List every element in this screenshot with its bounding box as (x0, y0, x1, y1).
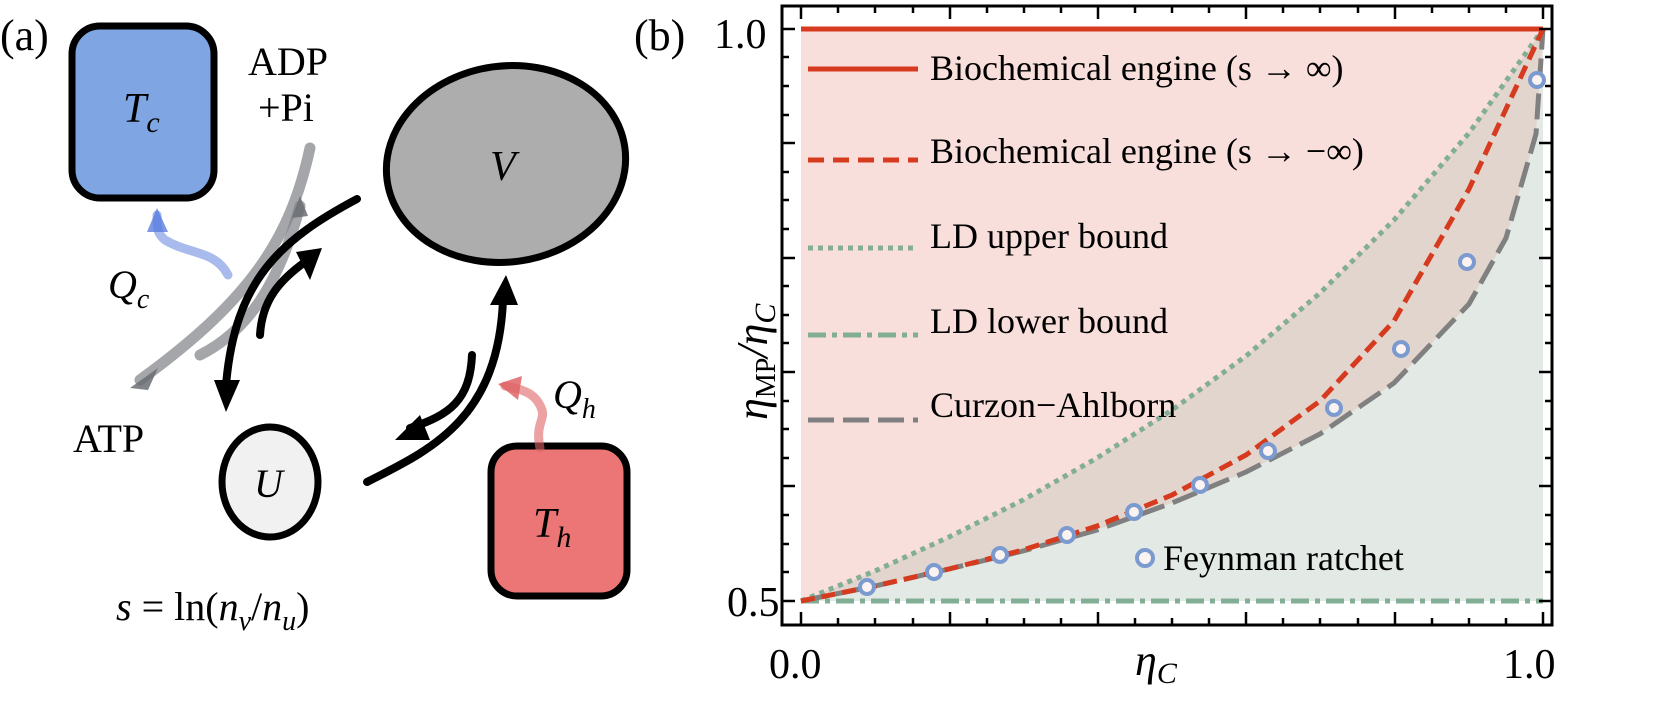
feynman-point (991, 546, 1009, 564)
legend-label: Feynman ratchet (1163, 538, 1404, 578)
grey-arrow-to-atp (134, 142, 316, 386)
panel-b: (b) (634, 4, 1556, 690)
cold-bath: Tc (68, 22, 218, 202)
grey-arrowhead-adp-icon (292, 196, 308, 218)
pi-label: +Pi (258, 85, 314, 130)
heat-flow-cold (152, 210, 233, 280)
x-tick-max: 1.0 (1503, 642, 1556, 688)
arrowhead-up-icon (490, 275, 518, 305)
heat-hot-label: Qh (553, 372, 596, 425)
x-tick-min: 0.0 (769, 642, 822, 688)
feynman-point (925, 563, 943, 581)
atp-label: ATP (73, 416, 144, 461)
heat-cold-arrowhead-icon (147, 208, 168, 232)
transition-arrows (222, 195, 507, 486)
feynman-point (1058, 526, 1076, 544)
x-axis-label: ηC (1135, 636, 1178, 690)
legend-item-curzon: Curzon−Ahlborn (808, 385, 1176, 425)
axis-ticks (782, 6, 1552, 625)
heat-hot-arrowhead-icon (498, 376, 522, 400)
hot-bath-box (487, 442, 631, 600)
feynman-point (1458, 253, 1476, 271)
state-v-label: V (490, 144, 520, 190)
legend-item-bio-neg: Biochemical engine (s → −∞) (808, 131, 1364, 171)
hot-bath-label: Th (533, 501, 571, 554)
arrowhead-down-left-icon (395, 415, 430, 440)
grey-arrow-to-adp (194, 200, 306, 361)
state-v-circle (382, 62, 630, 266)
legend-item-bio-pos: Biochemical engine (s → ∞) (808, 48, 1344, 88)
legend-label: LD upper bound (930, 216, 1168, 256)
plot-area (800, 26, 1546, 604)
state-u-label: U (254, 461, 286, 506)
series-feynman (858, 71, 1546, 596)
legend-label: Curzon−Ahlborn (930, 385, 1176, 425)
state-u: U (218, 423, 322, 541)
adp-label: ADP (248, 39, 328, 84)
state-u-circle (218, 423, 322, 541)
feynman-point (858, 578, 876, 596)
panel-b-label: (b) (634, 11, 685, 60)
panel-a: (a) Tc ADP +Pi V U Th (0, 11, 631, 637)
legend-item-ld-lower: LD lower bound (808, 301, 1168, 341)
arrow-v-to-u (222, 195, 361, 389)
legend-item-ld-upper: LD upper bound (808, 216, 1168, 256)
atp-hydrolysis-arrows (134, 142, 316, 386)
region-fill-bottom (801, 29, 1543, 601)
arrowhead-up-right-icon (296, 248, 322, 280)
feynman-point (1392, 340, 1410, 358)
feynman-point (1259, 442, 1277, 460)
panel-a-label: (a) (0, 11, 49, 60)
formula: s = ln(nv/nu) (116, 584, 309, 637)
grey-arrowhead-atp-icon (130, 368, 158, 390)
arrow-u-to-v-bottom (363, 296, 507, 486)
y-tick-min: 0.5 (727, 580, 780, 626)
cold-bath-box (68, 22, 218, 202)
legend: Biochemical engine (s → ∞) Biochemical e… (808, 48, 1404, 578)
legend-label: LD lower bound (930, 301, 1168, 341)
heat-flow-hot (500, 381, 548, 453)
y-tick-max: 1.0 (714, 12, 767, 58)
arrowhead-down-icon (214, 380, 240, 412)
hot-bath: Th (487, 442, 631, 600)
arrow-u-to-v-top (256, 258, 309, 339)
legend-marker-circle-icon (1135, 548, 1155, 568)
heat-cold-label: Qc (108, 262, 150, 315)
legend-item-feynman: Feynman ratchet (1135, 538, 1404, 578)
legend-label: Biochemical engine (s → −∞) (930, 131, 1364, 171)
series-ld-upper (800, 27, 1546, 604)
state-v: V (382, 62, 630, 266)
feynman-point (1125, 503, 1143, 521)
legend-label: Biochemical engine (s → ∞) (930, 48, 1344, 88)
y-axis-label: ηMP/ηC (728, 303, 782, 420)
feynman-point (1325, 399, 1343, 417)
feynman-point (1528, 71, 1546, 89)
cold-bath-label: Tc (123, 86, 160, 139)
feynman-point (1191, 476, 1209, 494)
